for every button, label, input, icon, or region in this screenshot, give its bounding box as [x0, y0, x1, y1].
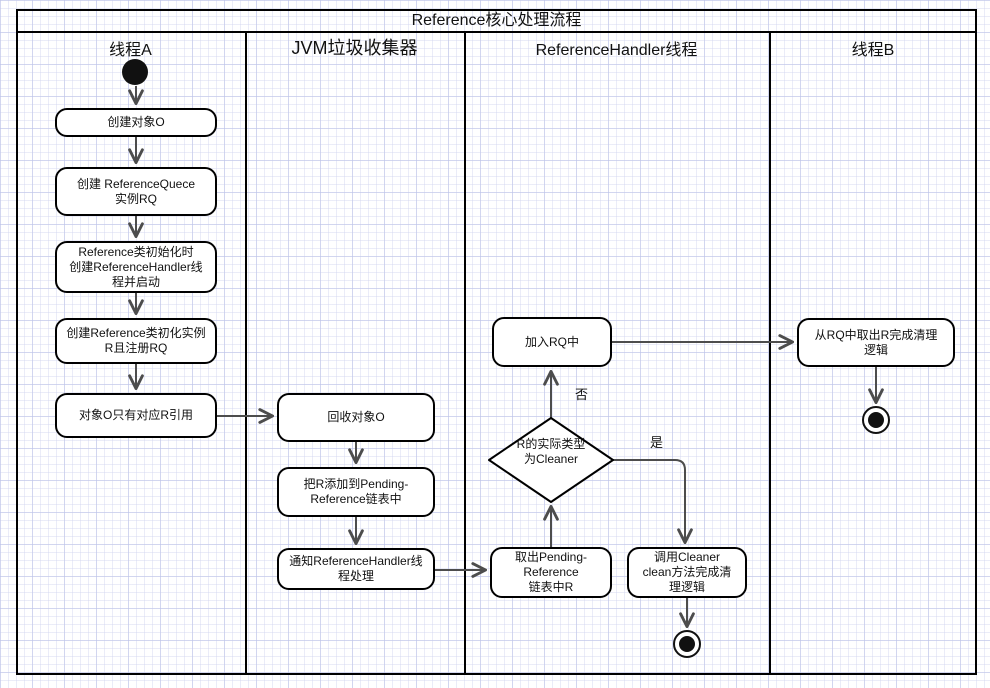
activity-notify-handler: 通知ReferenceHandler线 程处理: [277, 548, 435, 590]
lane-header-thread-b: 线程B: [851, 42, 895, 59]
edge-decision-yes-to-call-cleaner: [613, 459, 693, 545]
end-node-cleaner-dot: [679, 636, 695, 652]
lane-header-thread-a: 线程A: [109, 42, 152, 59]
activity-create-reference-instance: 创建Reference类初化实例 R且注册RQ: [55, 318, 217, 364]
end-node-thread-b: [862, 406, 890, 434]
activity-take-pending: 取出Pending- Reference 链表中R: [490, 547, 612, 598]
edge-label-no: 否: [575, 387, 589, 402]
decision-is-cleaner-shape: [488, 417, 614, 503]
lane-divider-2: [464, 33, 466, 675]
end-node-cleaner: [673, 630, 701, 658]
activity-create-object: 创建对象O: [55, 108, 217, 137]
edge-label-yes: 是: [650, 435, 664, 450]
end-node-thread-b-dot: [868, 412, 884, 428]
diagram-title: Reference核心处理流程: [411, 12, 582, 29]
activity-add-pending-list: 把R添加到Pending- Reference链表中: [277, 467, 435, 517]
activity-create-rq: 创建 ReferenceQuece 实例RQ: [55, 167, 217, 216]
activity-thread-b-cleanup: 从RQ中取出R完成清理 逻辑: [797, 318, 955, 367]
decision-is-cleaner-label: R的实际类型 为Cleaner: [516, 437, 586, 466]
activity-only-r-reference: 对象O只有对应R引用: [55, 393, 217, 438]
lane-header-jvm-gc: JVM垃圾收集器: [291, 38, 418, 58]
lane-header-reference-handler: ReferenceHandler线程: [535, 42, 698, 59]
activity-add-to-rq: 加入RQ中: [492, 317, 612, 367]
start-node: [122, 59, 148, 85]
activity-collect-object: 回收对象O: [277, 393, 435, 442]
lane-divider-1: [245, 33, 247, 675]
activity-init-reference-handler: Reference类初始化时 创建ReferenceHandler线 程并启动: [55, 241, 217, 293]
activity-call-cleaner: 调用Cleaner clean方法完成清 理逻辑: [627, 547, 747, 598]
title-separator: [16, 31, 977, 33]
diagram-frame: [16, 9, 977, 675]
lane-divider-3: [769, 33, 771, 675]
